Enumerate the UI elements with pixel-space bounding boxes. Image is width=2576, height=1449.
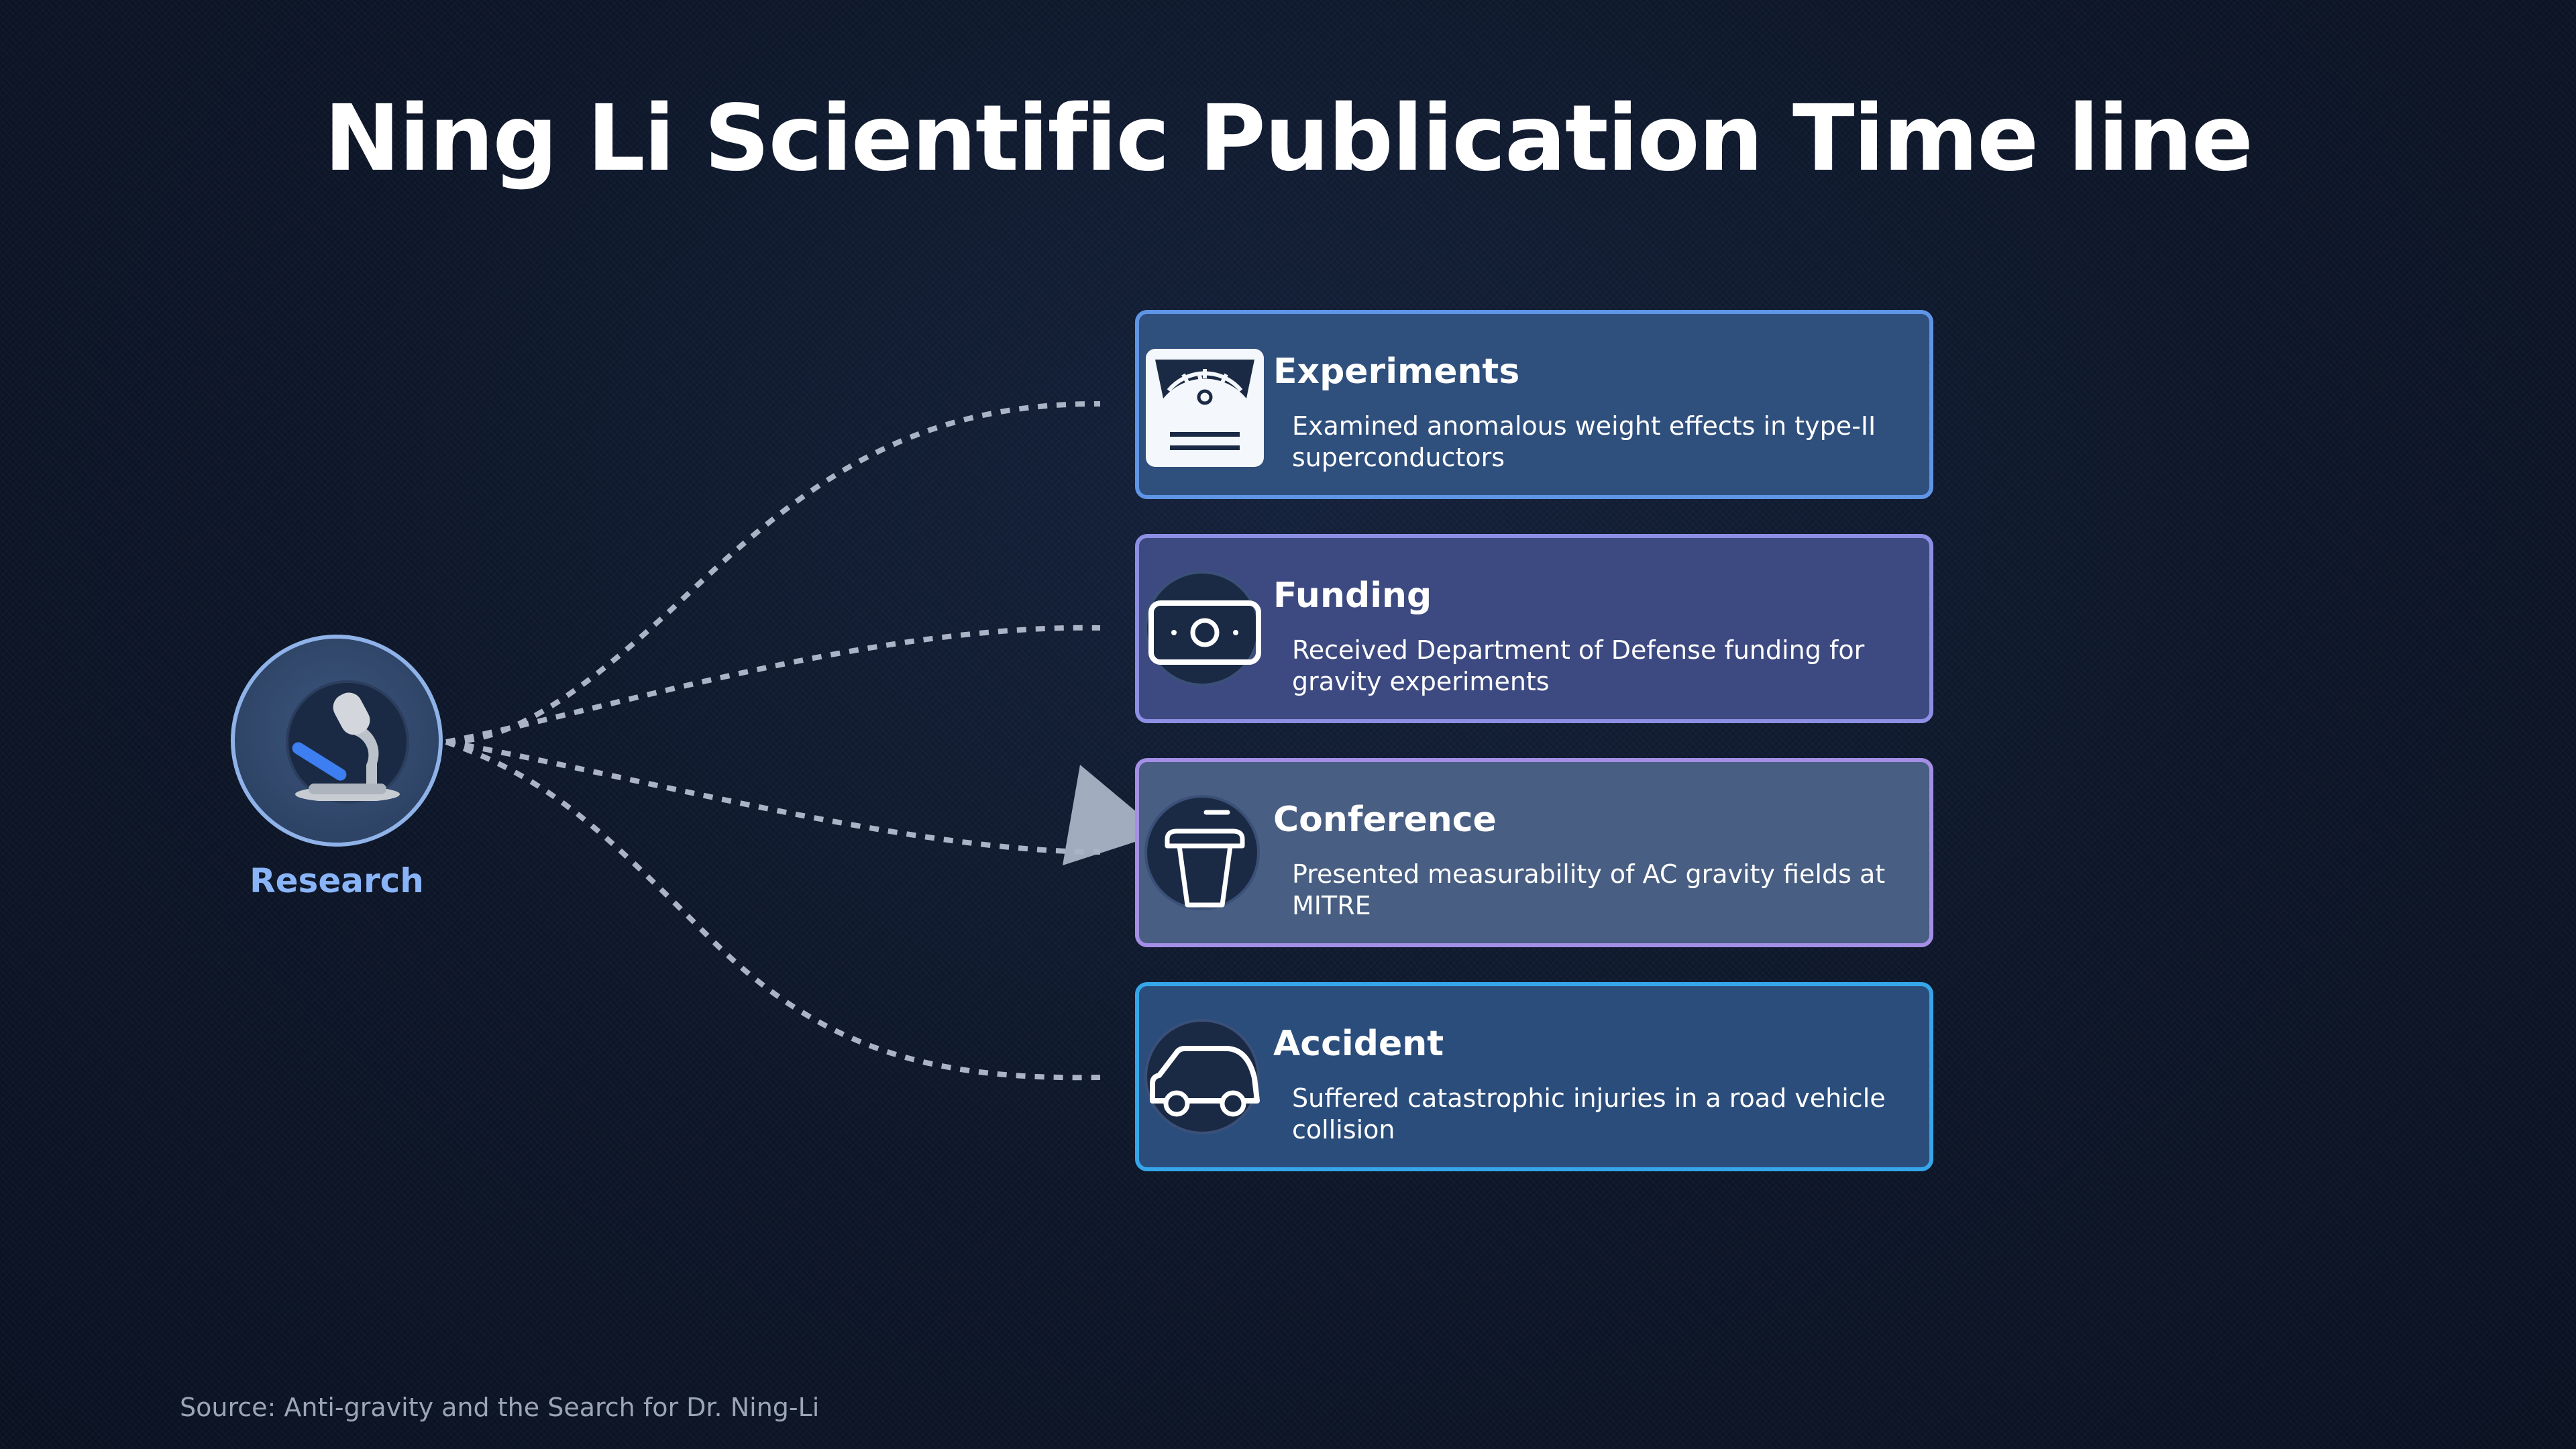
card-title-conference: Conference [1273,800,1497,840]
card-conference: Conference Presented measurability of AC… [1135,758,1933,947]
connector-experiments [445,400,1101,745]
card-title-funding: Funding [1273,576,1432,616]
car-icon [1144,1019,1260,1134]
card-experiments: Experiments Examined anomalous weight ef… [1135,310,1933,499]
connector-funding [445,625,1101,745]
research-label: Research [250,861,424,900]
research-hub [231,635,443,847]
card-title-experiments: Experiments [1273,352,1520,392]
card-funding: Funding Received Department of Defense f… [1135,534,1933,723]
card-title-accident: Accident [1273,1024,1444,1064]
card-desc-funding: Received Department of Defense funding f… [1292,635,1865,696]
connector-accident [445,739,1101,1081]
page-title: Ning Li Scientific Publication Time line [324,86,2253,192]
card-desc-experiments: Examined anomalous weight effects in typ… [1292,411,1876,472]
microscope-icon [286,680,409,804]
source-note: Source: Anti-gravity and the Search for … [180,1393,820,1422]
card-desc-accident: Suffered catastrophic injuries in a road… [1292,1083,1886,1144]
podium-icon [1144,795,1260,910]
weighing-scale-icon [1146,349,1264,467]
card-accident: Accident Suffered catastrophic injuries … [1135,982,1933,1171]
banknote-icon [1144,571,1261,686]
card-desc-conference: Presented measurability of AC gravity fi… [1292,859,1886,920]
connector-conference [445,739,1101,855]
